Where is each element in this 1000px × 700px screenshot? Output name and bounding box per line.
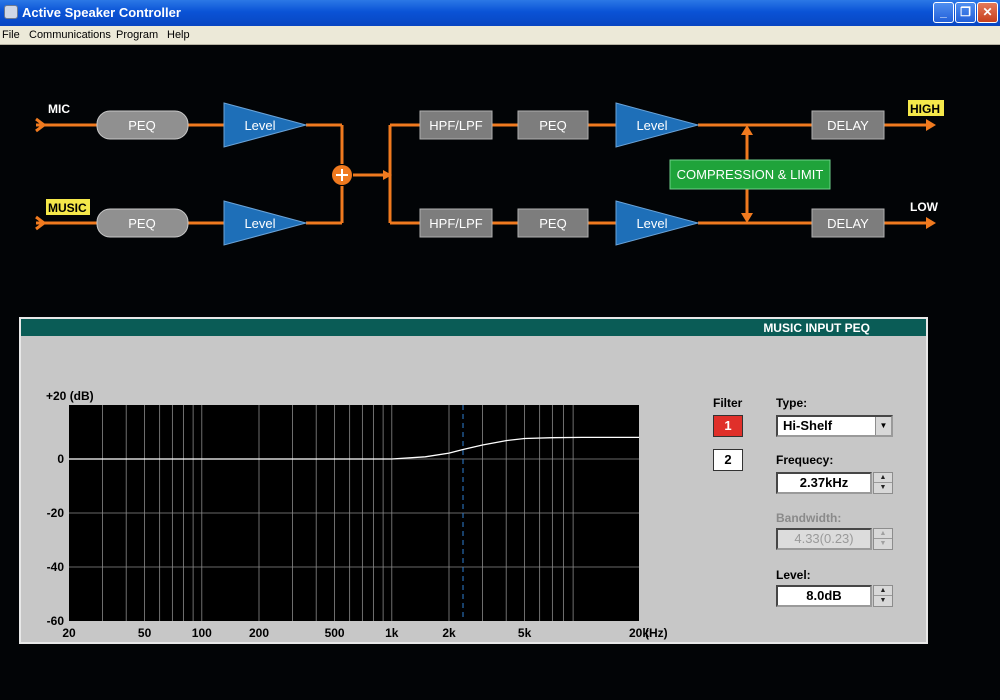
stepper-up-icon[interactable]: ▲: [874, 586, 892, 596]
level-field[interactable]: 8.0dB: [776, 585, 872, 607]
mic-level-label: Level: [244, 118, 275, 133]
music-label: MUSIC: [48, 201, 87, 215]
mic-peq-label: PEQ: [128, 118, 155, 133]
menu-file[interactable]: File: [2, 29, 20, 41]
high-level-label: Level: [636, 118, 667, 133]
low-peq-label: PEQ: [539, 216, 566, 231]
mic-peq-block[interactable]: [96, 110, 189, 140]
high-delay-block[interactable]: [811, 110, 885, 140]
y-tick-label: -20: [47, 506, 65, 520]
response-curve: [69, 436, 639, 460]
stepper-up-icon[interactable]: ▲: [874, 473, 892, 483]
frequency-field[interactable]: 2.37kHz: [776, 472, 872, 494]
y-tick-label: -40: [47, 560, 65, 574]
x-tick-label: 50: [138, 626, 152, 640]
high-filter-block[interactable]: [419, 110, 493, 140]
y-tick-label: 0: [57, 452, 64, 466]
music-label-highlight: [46, 199, 90, 215]
type-label: Type:: [776, 396, 808, 410]
high-output-label: HIGH: [910, 102, 940, 116]
filter-2-button[interactable]: 2: [713, 449, 743, 471]
low-peq-block[interactable]: [517, 208, 589, 238]
maximize-button[interactable]: ❐: [955, 2, 976, 23]
wires: [35, 117, 928, 231]
music-peq-block[interactable]: [96, 208, 189, 238]
music-level-block[interactable]: [223, 200, 308, 246]
high-filter-label: HPF/LPF: [429, 118, 483, 133]
low-filter-label: HPF/LPF: [429, 216, 483, 231]
signal-flow-diagram: MIC MUSIC PEQ PEQ Level Level HPF/LPF PE…: [35, 100, 944, 246]
stepper-up-icon: ▲: [874, 529, 892, 539]
music-peq-label: PEQ: [128, 216, 155, 231]
type-select[interactable]: Hi-Shelf ▼: [776, 415, 893, 437]
compression-limit-label: COMPRESSION & LIMIT: [677, 167, 824, 182]
menu-program[interactable]: Program: [116, 29, 159, 41]
menu-communications[interactable]: Communications: [29, 29, 111, 41]
bandwidth-label: Bandwidth:: [776, 511, 842, 525]
level-label: Level:: [776, 568, 811, 582]
low-delay-block[interactable]: [811, 208, 885, 238]
x-tick-label: 200: [249, 626, 269, 640]
x-tick-label: 1k: [385, 626, 399, 640]
x-tick-label: 2k: [442, 626, 456, 640]
mic-level-block[interactable]: [223, 102, 308, 148]
panel-header: MUSIC INPUT PEQ: [21, 319, 926, 336]
window-title: Active Speaker Controller: [22, 5, 181, 20]
menu-help[interactable]: Help: [167, 29, 190, 41]
level-stepper[interactable]: ▲ ▼: [873, 585, 893, 607]
high-label-highlight: [908, 100, 944, 116]
low-delay-label: DELAY: [827, 216, 869, 231]
x-tick-label: 20: [62, 626, 76, 640]
compression-limit-block[interactable]: [669, 159, 831, 190]
mic-label: MIC: [48, 102, 70, 116]
type-value: Hi-Shelf: [783, 418, 833, 433]
stepper-down-icon: ▼: [879, 540, 887, 547]
menu-bar: File Communications Program Help: [0, 26, 1000, 45]
music-level-label: Level: [244, 216, 275, 231]
frequency-label: Frequecy:: [776, 453, 834, 467]
chevron-down-icon[interactable]: ▼: [875, 417, 891, 435]
bandwidth-field: 4.33(0.23): [776, 528, 872, 550]
filter-1-button[interactable]: 1: [713, 415, 743, 437]
stepper-down-icon[interactable]: ▼: [879, 484, 887, 491]
x-tick-label: 100: [192, 626, 212, 640]
low-output-label: LOW: [910, 200, 939, 214]
minimize-button[interactable]: _: [933, 2, 954, 23]
arrowheads: [383, 119, 936, 229]
high-peq-label: PEQ: [539, 118, 566, 133]
high-peq-block[interactable]: [517, 110, 589, 140]
app-icon: [4, 5, 18, 19]
stepper-down-icon[interactable]: ▼: [879, 597, 887, 604]
title-bar: Active Speaker Controller _ ❐ ✕: [0, 0, 1000, 26]
filter-label: Filter: [713, 396, 743, 410]
x-tick-label: 5k: [518, 626, 532, 640]
high-level-block[interactable]: [615, 102, 700, 148]
low-level-block[interactable]: [615, 200, 700, 246]
x-tick-label: 500: [325, 626, 345, 640]
frequency-stepper[interactable]: ▲ ▼: [873, 472, 893, 494]
bandwidth-stepper: ▲ ▼: [873, 528, 893, 550]
y-unit-label: +20 (dB): [46, 389, 94, 403]
panel-title: MUSIC INPUT PEQ: [763, 321, 870, 335]
low-filter-block[interactable]: [419, 208, 493, 238]
x-unit-label: (Hz): [645, 626, 668, 640]
x-tick-label: 20k: [629, 626, 649, 640]
close-button[interactable]: ✕: [977, 2, 998, 23]
low-level-label: Level: [636, 216, 667, 231]
high-delay-label: DELAY: [827, 118, 869, 133]
y-tick-label: -60: [47, 614, 65, 628]
